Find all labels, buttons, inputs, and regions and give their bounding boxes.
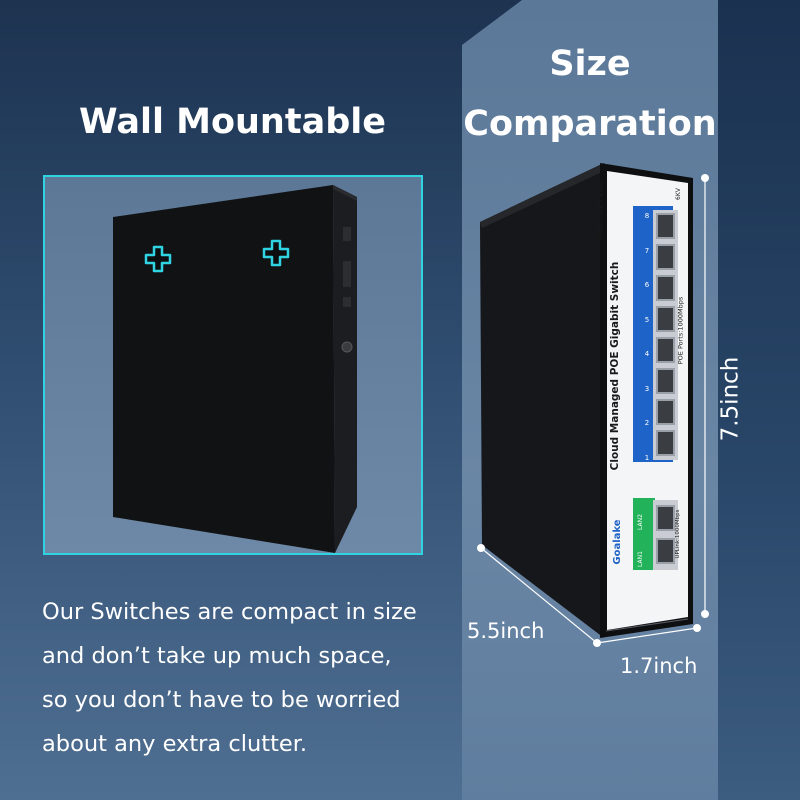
right-edge-strip [718, 0, 800, 800]
depth-dimension-label: 5.5inch [467, 619, 545, 643]
port-number-label: 3 [644, 384, 650, 393]
size-title-line1: Size [549, 44, 631, 84]
port-number-label: 4 [644, 350, 650, 359]
port-number-label: 8 [644, 212, 650, 220]
wall-mountable-title: Wall Mountable [78, 102, 386, 142]
mounting-hole-right-icon [262, 239, 290, 267]
poe-port-4 [656, 337, 675, 363]
poe-port-7 [656, 244, 675, 270]
height-dimension-label: 7.5inch [717, 356, 744, 442]
poe-port-2 [656, 399, 675, 425]
switch-back-illustration [113, 185, 357, 553]
poe-port-3 [656, 368, 675, 394]
poe-port-8 [656, 213, 675, 239]
poe-port-5 [656, 306, 675, 332]
lan-port-1 [656, 538, 675, 564]
description-line: about any extra clutter. [42, 731, 308, 757]
description-line: so you don’t have to be worried [42, 687, 401, 713]
poe-port-6 [656, 275, 675, 301]
port-number-label: 5 [644, 315, 650, 324]
poe-port-1 [656, 430, 675, 456]
wall-mount-image [43, 175, 423, 555]
width-dimension-label: 1.7inch [620, 654, 698, 678]
size-title-line2: Comparation [463, 104, 717, 144]
port-number-label: 7 [644, 246, 650, 255]
port-number-label: 2 [644, 419, 650, 428]
description-line: Our Switches are compact in size [42, 599, 417, 625]
mounting-hole-left-icon [144, 245, 172, 273]
port-number-label: 6 [644, 281, 650, 290]
lan-port-2 [656, 505, 675, 531]
port-number-label: 1 [644, 453, 650, 462]
description-line: and don’t take up much space, [42, 643, 392, 669]
description-text: Our Switches are compact in size and don… [42, 590, 442, 766]
